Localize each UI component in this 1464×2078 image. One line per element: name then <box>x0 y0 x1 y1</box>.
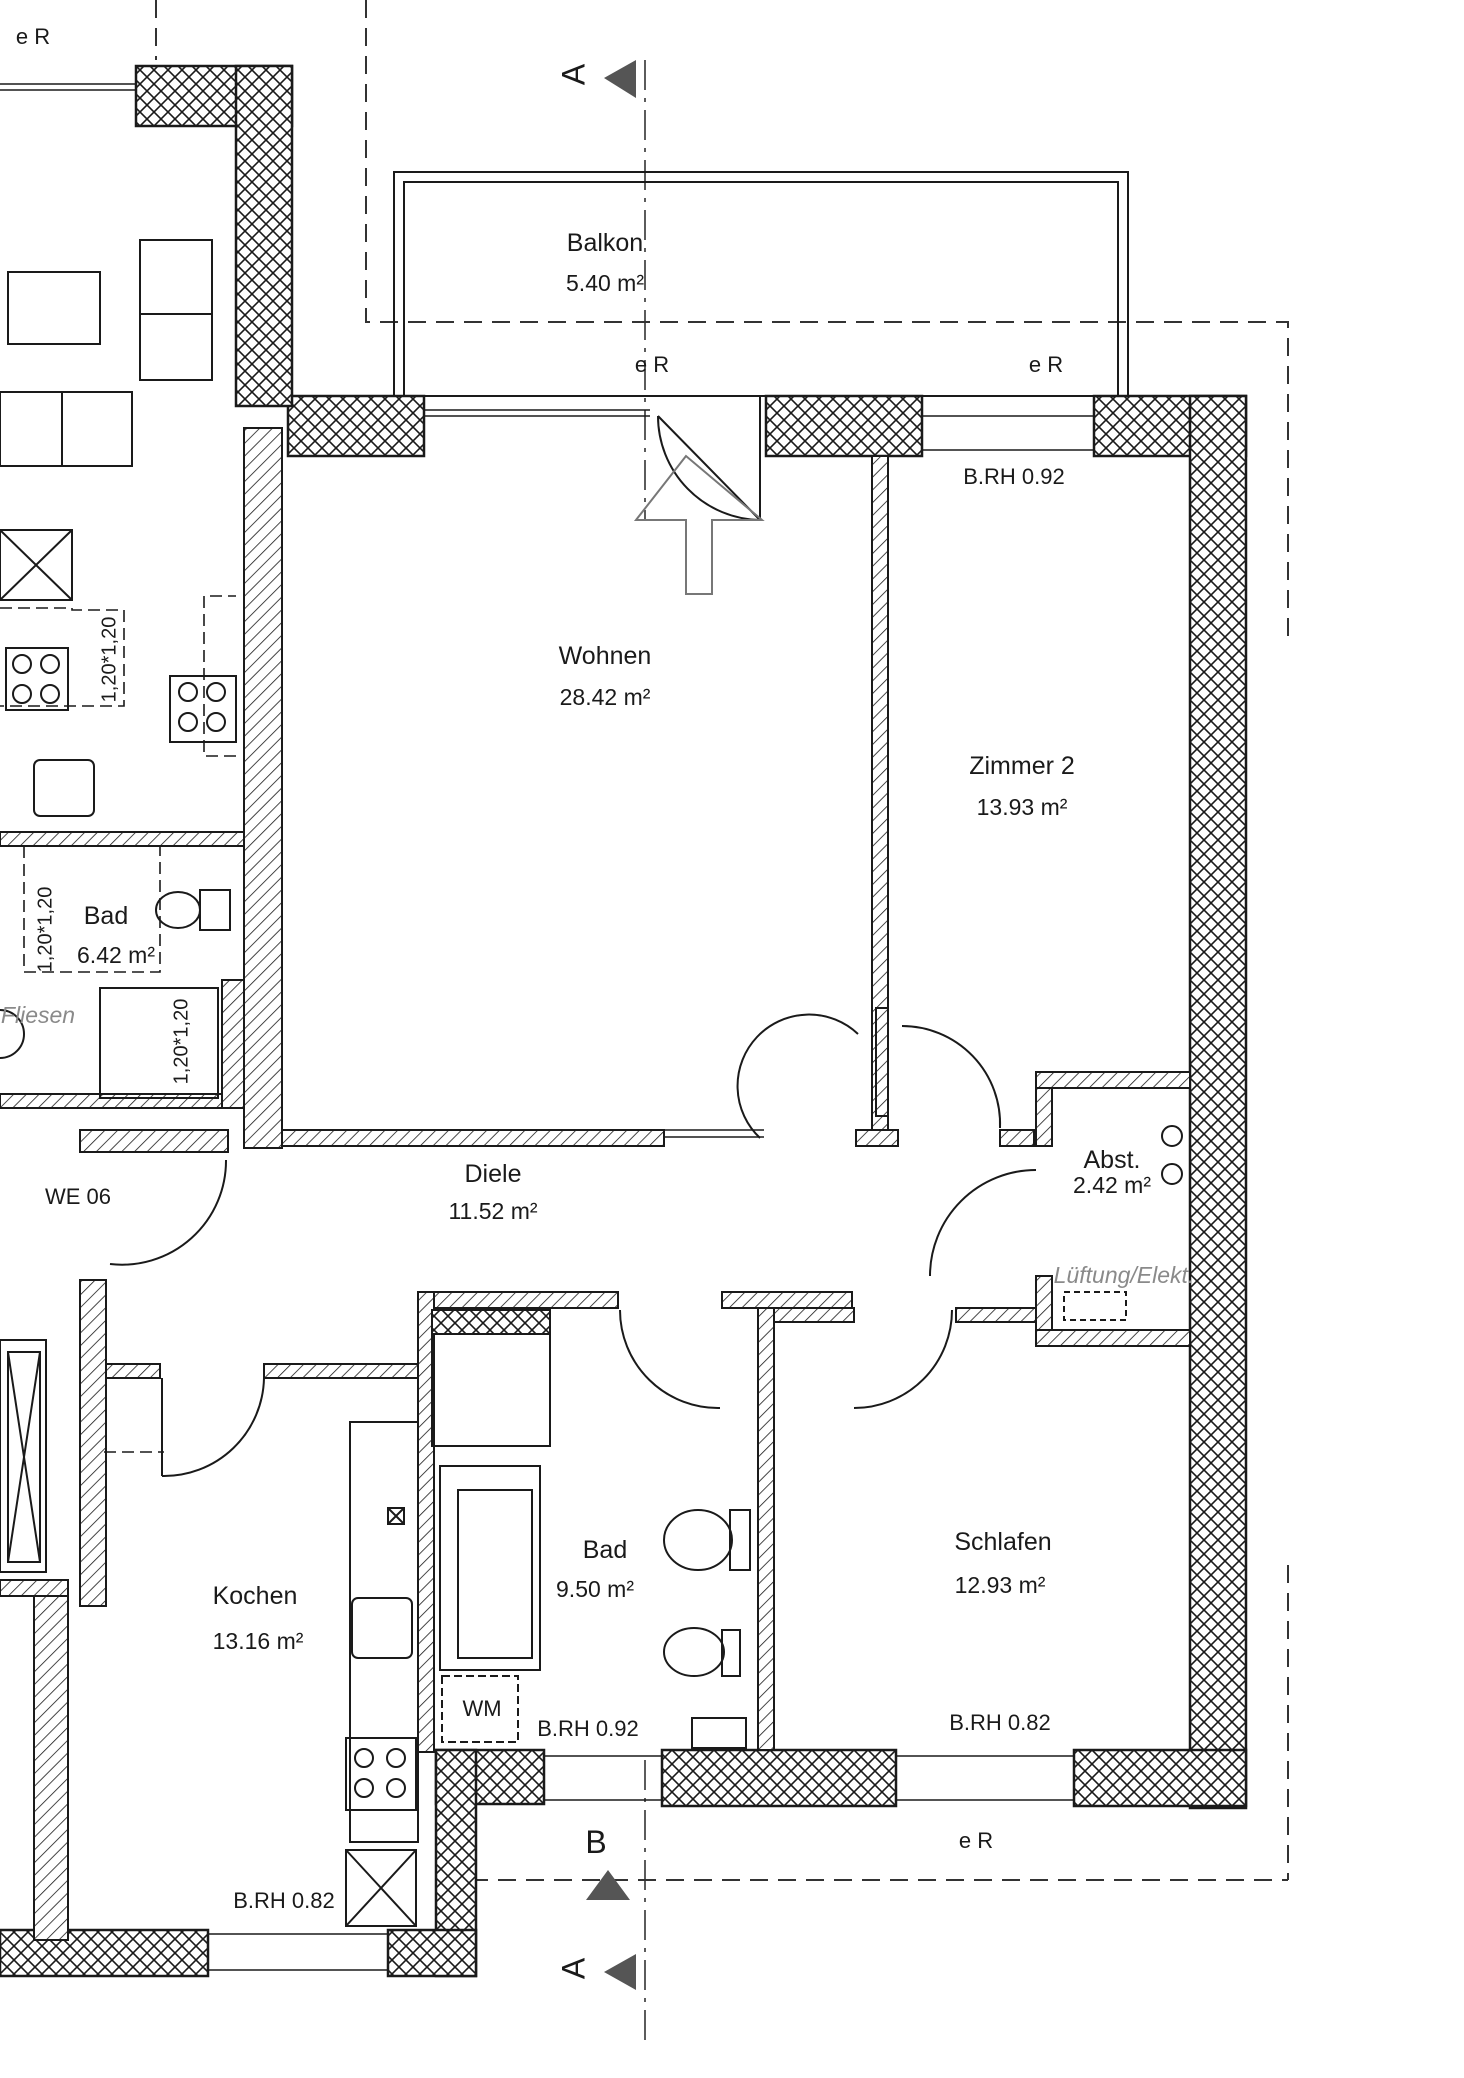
entrance-arrow-icon <box>633 454 765 595</box>
interior-walls <box>0 427 1191 1941</box>
label-wm: WM <box>462 1696 502 1721</box>
door-swings <box>109 396 1037 1478</box>
label-brh-schlafen: B.RH 0.82 <box>949 1710 1051 1735</box>
room-name-bad-left: Bad <box>83 902 129 930</box>
section-label-a-top: A <box>555 63 592 86</box>
room-name-bad-main: Bad <box>582 1536 628 1564</box>
room-name-wohnen: Wohnen <box>558 642 652 670</box>
label-lueftung: Lüftung/Elekt. <box>1053 1262 1195 1288</box>
room-area-bad-left: 6.42 m² <box>77 942 155 968</box>
label-brh-bad: B.RH 0.92 <box>537 1716 639 1741</box>
fixtures <box>0 239 1183 1927</box>
room-name-schlafen: Schlafen <box>954 1528 1052 1556</box>
windows <box>0 83 1094 1971</box>
section-label-a-bottom: A <box>555 1957 592 1980</box>
label-er-balkon-right: e R <box>1028 352 1064 377</box>
room-name-balkon: Balkon <box>566 229 644 257</box>
dashed-cabinets <box>0 595 236 1453</box>
label-fliesen: Fliesen <box>0 1002 76 1028</box>
room-name-diele: Diele <box>464 1160 522 1188</box>
room-area-abst: 2.42 m² <box>1073 1172 1151 1198</box>
room-area-wohnen: 28.42 m² <box>559 684 651 710</box>
eaves-dashed-lines <box>155 0 1289 1881</box>
room-name-zimmer2: Zimmer 2 <box>969 752 1075 780</box>
label-er-bottom: e R <box>958 1828 994 1853</box>
room-area-balkon: 5.40 m² <box>566 270 644 296</box>
room-area-kochen: 13.16 m² <box>212 1628 304 1654</box>
label-we06: WE 06 <box>44 1184 112 1209</box>
room-name-abst: Abst. <box>1083 1146 1141 1174</box>
room-name-kochen: Kochen <box>212 1582 298 1610</box>
label-dim-bad-1: 1,20*1,20 <box>34 886 57 973</box>
exterior-walls <box>0 64 1248 1978</box>
section-marker-icons <box>586 60 636 1990</box>
room-area-diele: 11.52 m² <box>448 1198 538 1224</box>
label-brh-kochen: B.RH 0.82 <box>233 1888 335 1913</box>
label-er-balkon-left: e R <box>634 352 670 377</box>
label-brh-zimmer2: B.RH 0.92 <box>963 464 1065 489</box>
room-area-schlafen: 12.93 m² <box>954 1572 1046 1598</box>
balcony-outline <box>393 171 1129 397</box>
room-area-zimmer2: 13.93 m² <box>976 794 1068 820</box>
label-dim-bad-2: 1,20*1,20 <box>170 998 193 1085</box>
section-label-b: B <box>585 1824 607 1860</box>
label-er-top-left: e R <box>15 24 51 49</box>
room-area-bad-main: 9.50 m² <box>556 1576 634 1602</box>
label-dim-kitchen: 1,20*1,20 <box>98 616 121 703</box>
